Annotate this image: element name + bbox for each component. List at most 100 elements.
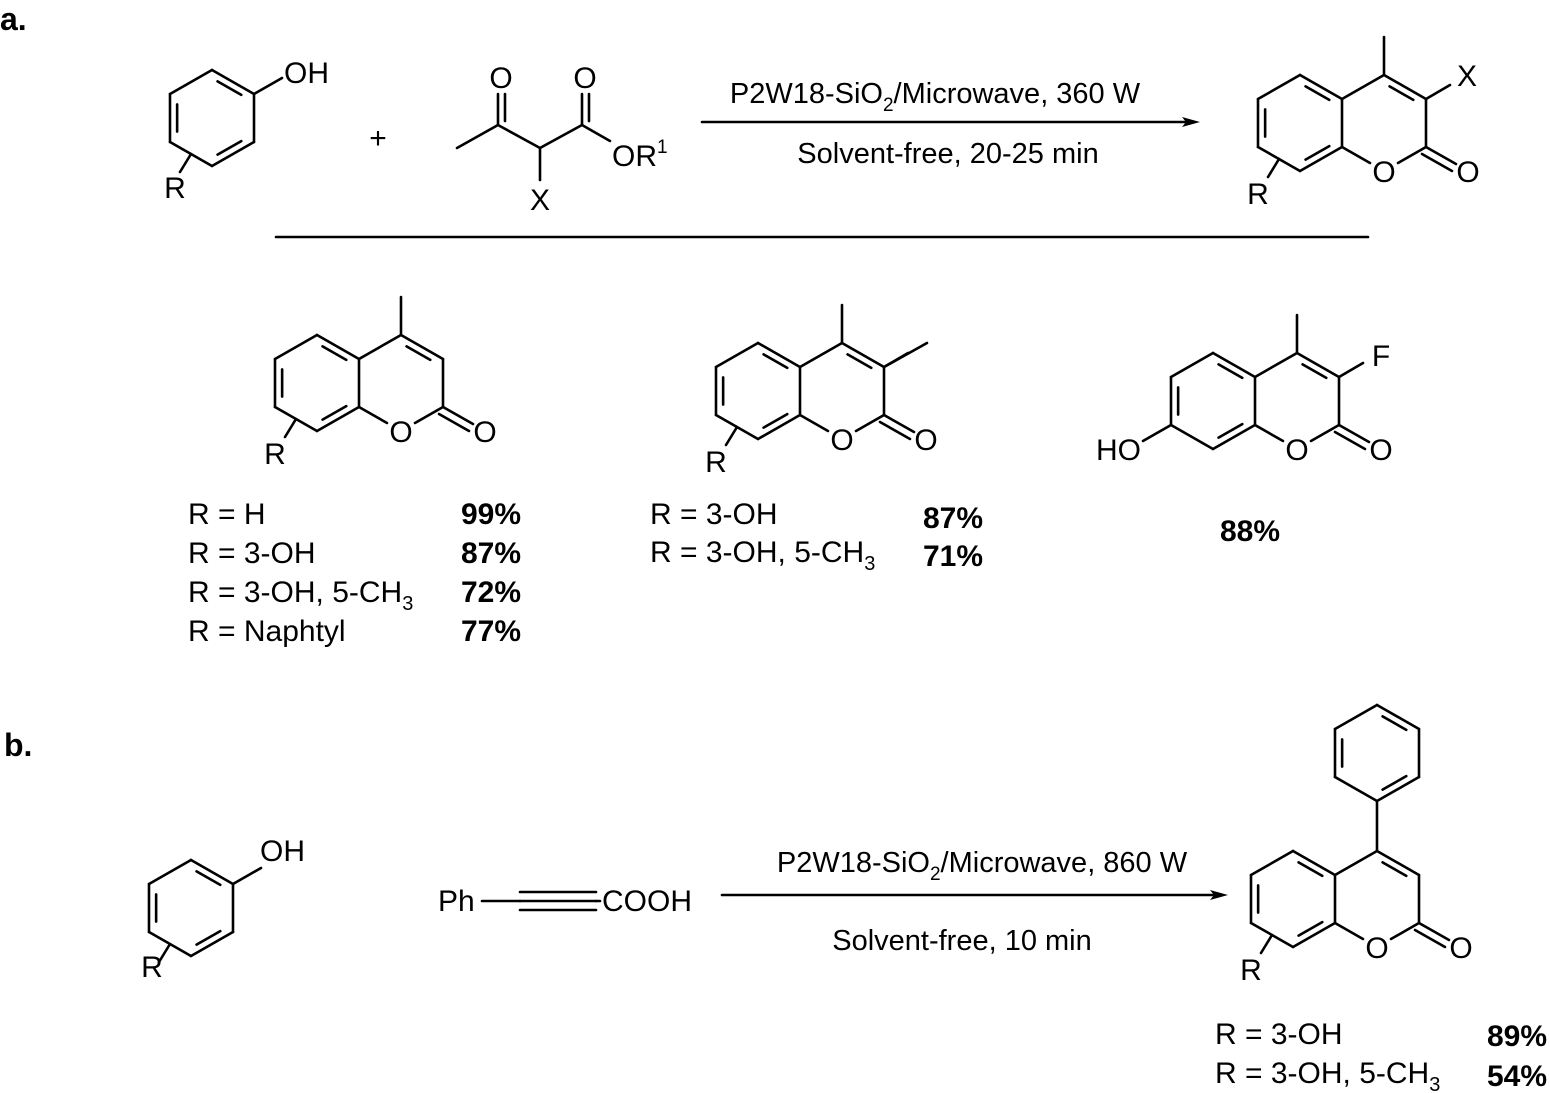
- phenol-reactant-b: OH R: [141, 835, 305, 984]
- r-group-bond: [1259, 933, 1274, 955]
- carbonyl-oxygen-label: O: [914, 424, 937, 457]
- carbonyl-bond: [1413, 928, 1447, 949]
- hydroxyl-label: OH: [284, 57, 329, 90]
- ring-bond: [210, 68, 256, 96]
- yield-value: 88%: [1220, 515, 1280, 548]
- carbonyl-oxygen-label: O: [1449, 932, 1472, 965]
- double-bond-line: [216, 139, 243, 156]
- solvent-time-conditions: Solvent-free, 10 min: [832, 925, 1092, 957]
- ring-bond: [1340, 145, 1372, 165]
- catalyst-conditions: P2W18-SiO2/Microwave, 360 W: [730, 78, 1141, 116]
- ring-bond: [357, 333, 403, 361]
- ketoester-reactant: O O X OR1: [489, 62, 667, 217]
- ring-bond: [840, 341, 886, 369]
- substituent-bond: [1424, 83, 1452, 101]
- double-bond-line: [1297, 861, 1324, 878]
- methyl-bond: [882, 341, 929, 369]
- yield-row: R = 3-OH 89%: [1215, 1018, 1547, 1053]
- x-substituent-label: X: [530, 184, 550, 217]
- ring-bond: [1211, 351, 1257, 379]
- carbonyl-bond: [1420, 152, 1454, 173]
- ring-bond: [1396, 145, 1428, 165]
- double-bond-line: [1301, 363, 1328, 380]
- yield-value: 54%: [1487, 1060, 1547, 1093]
- r-group-bond: [1266, 157, 1281, 179]
- carbonyl-bond: [1337, 423, 1371, 444]
- ketone-oxygen-label: O: [489, 62, 512, 95]
- coumarin-product-a: X R O O: [1247, 60, 1480, 211]
- plus-sign: +: [369, 122, 387, 155]
- double-bond-line: [1381, 774, 1408, 791]
- example-coumarin-2: R O O R = 3-OH 87% R = 3-OH, 5-CH3 71%: [650, 424, 983, 575]
- ring-bond: [1333, 775, 1379, 803]
- r-group-bond: [178, 152, 193, 174]
- ester-or-label: OR1: [612, 137, 668, 173]
- r-group-label: R: [141, 951, 163, 984]
- ring-bond: [315, 333, 361, 361]
- ring-bond: [1298, 145, 1344, 173]
- double-bond-line: [1297, 920, 1324, 937]
- double-bond-line: [1304, 144, 1331, 161]
- r-group-label: R: [164, 172, 186, 205]
- solvent-time-conditions: Solvent-free, 20-25 min: [797, 138, 1098, 170]
- example-coumarin-1: R O O R = H 99% R = 3-OH 87% R = 3-OH, 5…: [188, 416, 521, 648]
- ring-bond: [1389, 921, 1421, 941]
- ring-bond: [1169, 423, 1215, 451]
- double-bond-line: [1304, 85, 1331, 102]
- carbonyl-bond: [1333, 430, 1367, 451]
- ring-bond: [1309, 423, 1341, 443]
- substituent-text: R = 3-OH, 5-CH3: [188, 576, 413, 615]
- ring-bond: [273, 333, 319, 361]
- yield-row: R = 3-OH 87%: [188, 537, 521, 570]
- yield-value: 87%: [923, 502, 983, 535]
- ring-bond: [756, 413, 802, 441]
- r-group-label: R: [264, 438, 286, 471]
- ring-oxygen-label: O: [1285, 434, 1308, 467]
- hydroxyl-bond: [231, 866, 263, 886]
- yield-value: 99%: [461, 498, 521, 531]
- substituent-text: R = 3-OH: [1215, 1018, 1343, 1051]
- arrowhead-icon: [1210, 890, 1228, 900]
- ring-bond: [1298, 73, 1344, 101]
- ring-bond: [210, 140, 256, 168]
- yield-row: R = Naphtyl 77%: [188, 615, 521, 648]
- fluoro-label: F: [1372, 340, 1390, 373]
- carbonyl-bond: [1417, 921, 1451, 942]
- panel-label-b: b.: [4, 727, 32, 763]
- double-bond-line: [846, 353, 873, 370]
- double-bond-line: [1381, 715, 1408, 732]
- ring-bond: [1253, 351, 1299, 379]
- ring-bond: [756, 341, 802, 369]
- double-bond-line: [1388, 85, 1415, 102]
- ring-bond: [854, 413, 886, 433]
- carbonyl-bond: [437, 412, 471, 433]
- ring-bond: [1211, 423, 1257, 451]
- panel-label-a: a.: [0, 1, 27, 37]
- ketoester-bond: [538, 123, 584, 150]
- substituent-text: R = Naphtyl: [188, 615, 346, 648]
- reaction-conditions-b: P2W18-SiO2/Microwave, 860 W Solvent-free…: [777, 847, 1188, 957]
- r-group-label: R: [1240, 954, 1262, 987]
- double-bond-line: [1217, 363, 1244, 380]
- yield-row: R = 3-OH 87%: [650, 498, 983, 535]
- ester-oxygen-label: O: [573, 62, 596, 95]
- ring-bond: [168, 68, 214, 96]
- ring-bond: [1333, 703, 1379, 731]
- reaction-conditions-a: P2W18-SiO2/Microwave, 360 W Solvent-free…: [730, 78, 1141, 170]
- ring-bond: [1382, 73, 1428, 101]
- ring-bond: [399, 333, 445, 361]
- ring-bond: [1249, 849, 1295, 877]
- double-bond-line: [321, 345, 348, 362]
- ring-bond: [1291, 849, 1337, 877]
- substituent-text: R = 3-OH: [188, 537, 316, 570]
- double-bond-line: [762, 353, 789, 370]
- ring-bond: [1340, 73, 1386, 101]
- double-bond-line: [1381, 861, 1408, 878]
- ring-bond: [189, 930, 235, 958]
- ring-oxygen-label: O: [389, 416, 412, 449]
- phenyl-label: Ph: [438, 885, 475, 918]
- carbonyl-oxygen-label: O: [1369, 434, 1392, 467]
- carbonyl-bond: [882, 413, 916, 434]
- yield-value: 89%: [1487, 1020, 1547, 1053]
- ring-bond: [1375, 775, 1421, 803]
